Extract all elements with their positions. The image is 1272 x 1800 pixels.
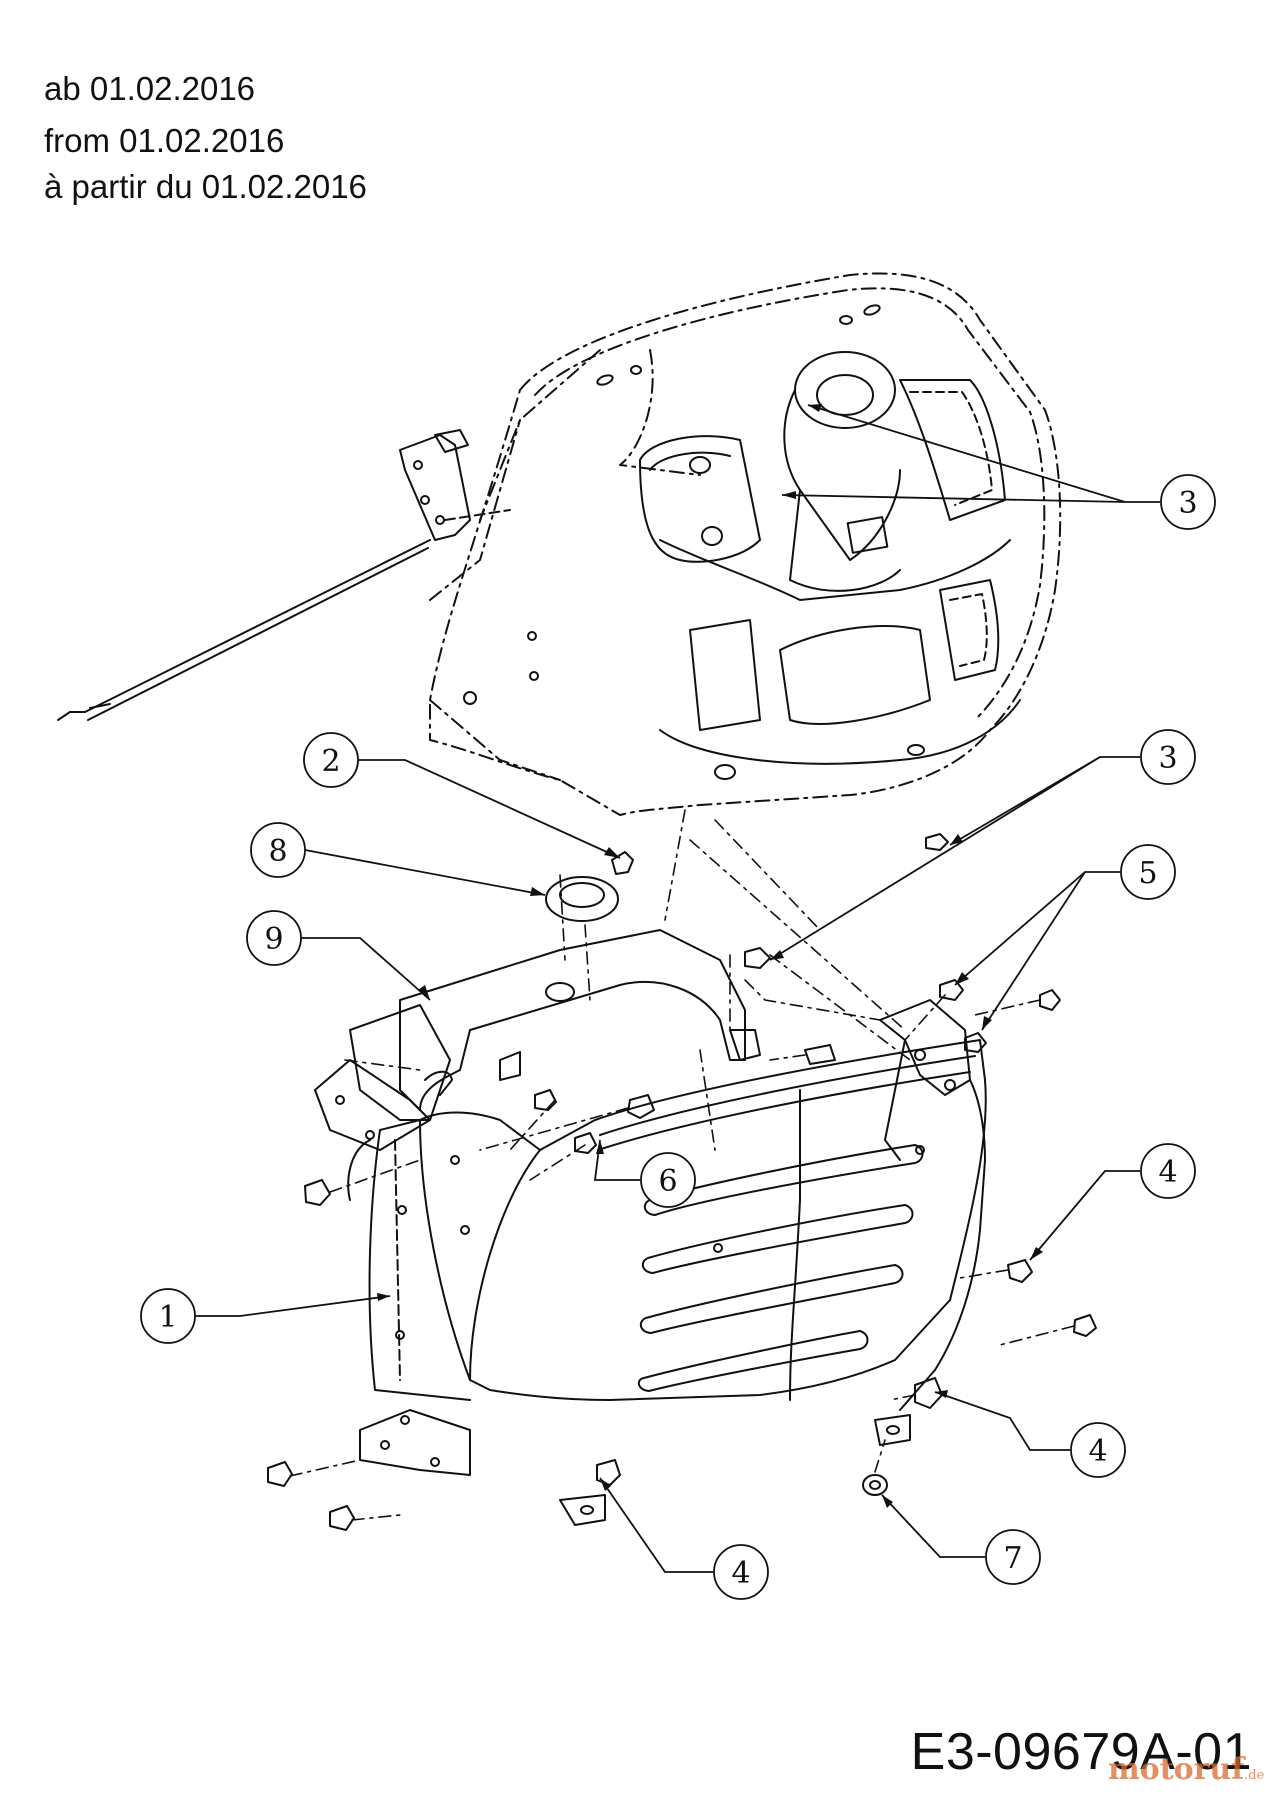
callout-2: 2 [303, 732, 359, 788]
callout-4-lower-right-label: 4 [1088, 1434, 1107, 1469]
watermark-logo: motoruf.de [1108, 1752, 1264, 1787]
diagram-code: E3-09679A-01 [910, 1723, 1252, 1781]
callout-1-label: 1 [158, 1300, 177, 1335]
callout-7: 7 [985, 1529, 1041, 1585]
callout-3-upper-label: 3 [1178, 486, 1197, 521]
callout-4-right: 4 [1140, 1143, 1196, 1199]
callout-5-label: 5 [1138, 856, 1157, 891]
callout-2-label: 2 [321, 744, 340, 779]
callout-3-lower-label: 3 [1158, 741, 1177, 776]
callout-6: 6 [640, 1152, 696, 1208]
callout-3-upper: 3 [1160, 474, 1216, 530]
callout-9-label: 9 [264, 922, 283, 957]
callout-4-lower-right: 4 [1070, 1422, 1126, 1478]
callout-9: 9 [246, 910, 302, 966]
validity-line-fr: à partir du 01.02.2016 [44, 168, 367, 205]
dashboard-housing [429, 272, 1062, 816]
callout-3-lower: 3 [1140, 729, 1196, 785]
validity-line-en: from 01.02.2016 [44, 122, 285, 159]
callout-1: 1 [140, 1288, 196, 1344]
callout-4-bottom-label: 4 [731, 1556, 750, 1591]
callout-4-bottom: 4 [713, 1544, 769, 1600]
fasteners [267, 833, 1097, 1531]
leader-lines [195, 404, 1160, 1573]
callout-4-right-label: 4 [1158, 1155, 1177, 1190]
callout-8-label: 8 [268, 834, 287, 869]
callout-8: 8 [250, 822, 306, 878]
watermark-text: motoruf [1108, 1752, 1245, 1787]
callout-6-label: 6 [658, 1164, 677, 1199]
assembly-lines [289, 809, 1075, 1521]
front-grille-panel [347, 999, 987, 1526]
control-rod [57, 429, 511, 721]
callout-7-label: 7 [1003, 1541, 1022, 1576]
watermark-suffix: .de [1244, 1768, 1265, 1783]
validity-line-de: ab 01.02.2016 [44, 70, 256, 107]
heat-shield [314, 929, 761, 1151]
callout-5: 5 [1120, 844, 1176, 900]
leader-arrowheads [377, 404, 1043, 1508]
